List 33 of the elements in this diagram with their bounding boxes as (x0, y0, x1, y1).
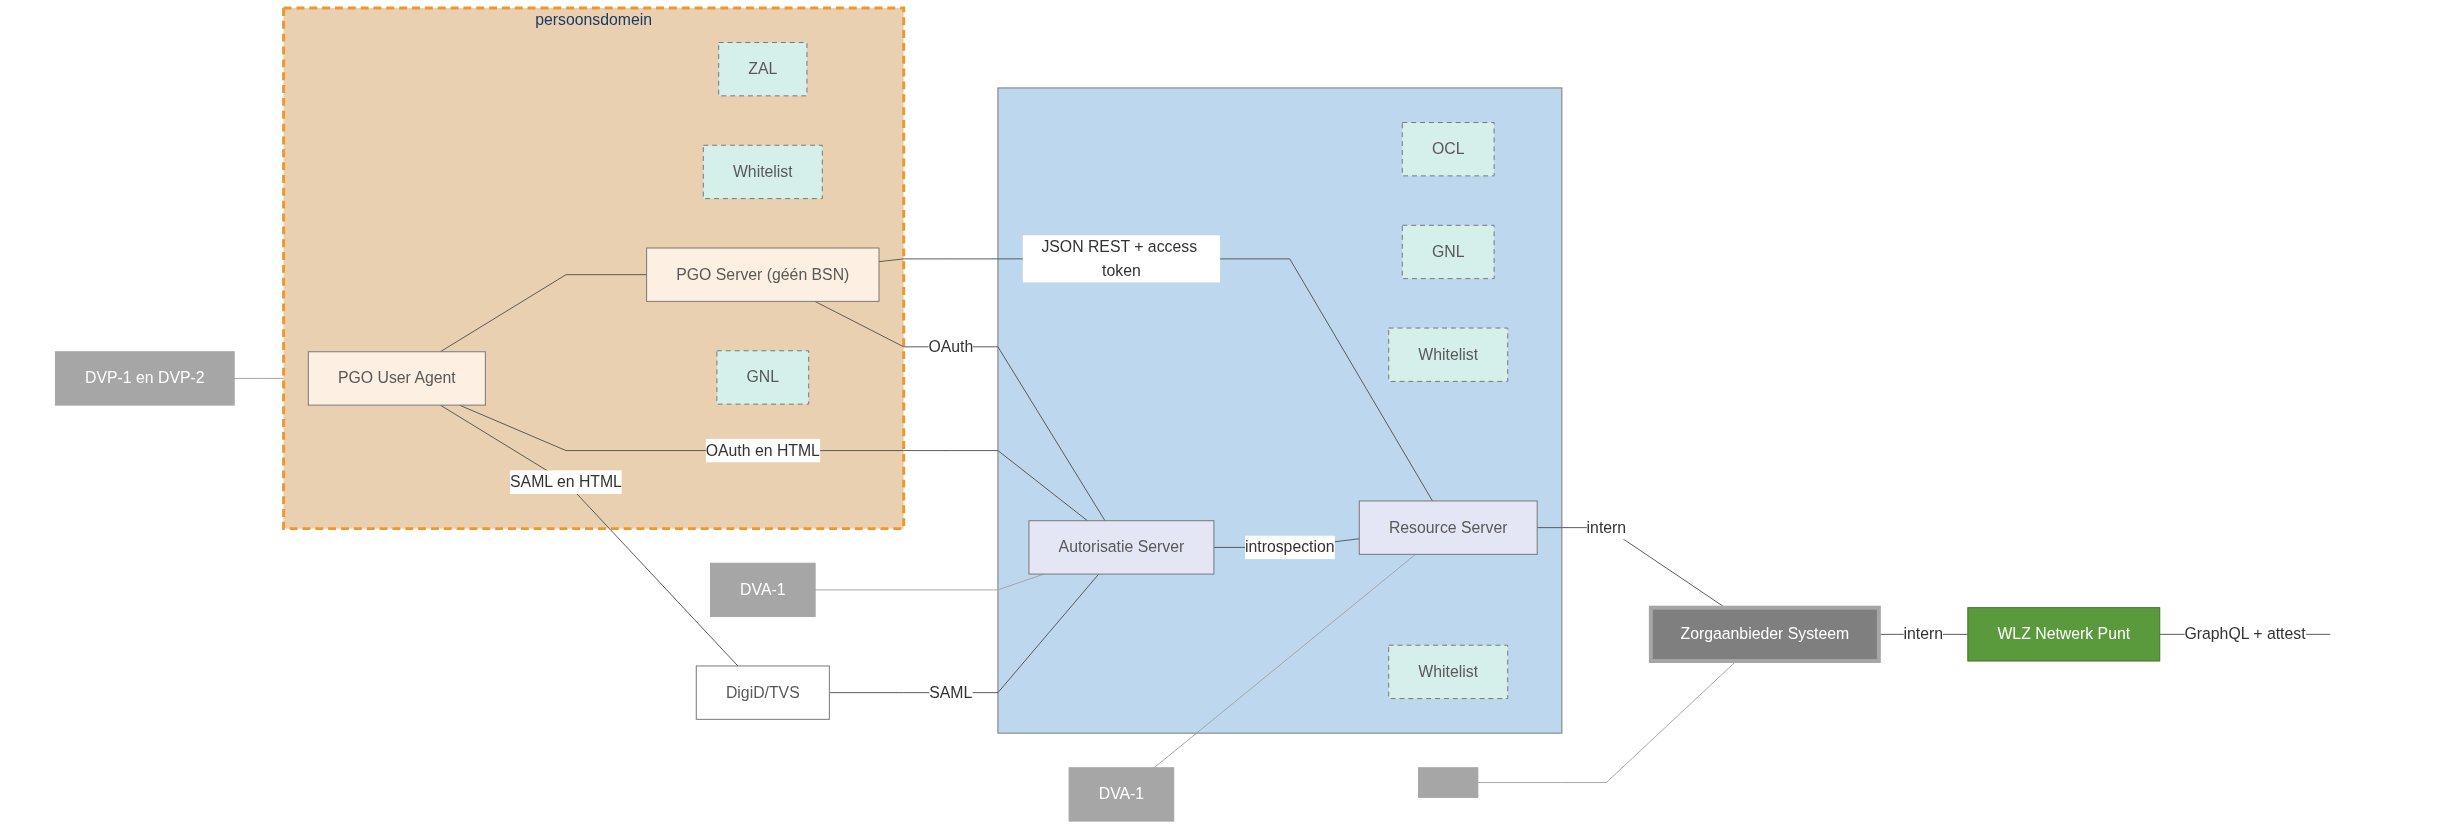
node-box: Whitelist (1388, 644, 1509, 700)
node-box: GNL (1401, 224, 1495, 280)
node-box: DVA-1 (1068, 767, 1175, 822)
edge-label: intern (1903, 625, 1944, 643)
node-box: DVP-1 en DVP-2 (54, 351, 235, 406)
node-box: Resource Server (1358, 500, 1538, 555)
connector (439, 274, 648, 353)
edge-label: OAuth (928, 337, 974, 355)
node-box: ZAL (718, 42, 808, 97)
node-box (1418, 767, 1479, 798)
node-box: Whitelist (702, 144, 823, 200)
node-box: WLZ Netwerk Punt (1967, 607, 2161, 662)
cluster (997, 87, 1563, 734)
edge-label: SAML (929, 683, 973, 701)
edge-label: JSON REST + access token (1041, 238, 1198, 279)
node-box: Autorisatie Server (1028, 520, 1215, 575)
node-box: PGO User Agent (307, 351, 486, 406)
connector (814, 300, 1106, 522)
edge-label: SAML en HTML (510, 473, 622, 491)
node-box: DVA-1 (709, 562, 816, 618)
edge-label: GraphQL + attest (2184, 625, 2306, 643)
connector (233, 377, 285, 379)
node-box: PGO Server (géén BSN) (646, 247, 880, 302)
node-box: DigiD/TVS (695, 665, 830, 720)
node-box: OCL (1401, 122, 1495, 177)
edge-label: intern (1586, 518, 1627, 536)
node-box: Whitelist (1388, 327, 1509, 382)
node-box: GNL (716, 350, 810, 405)
edge-label: introspection (1244, 538, 1335, 556)
edge-label: OAuth en HTML (705, 441, 820, 459)
connector (1153, 553, 1417, 769)
node-box: Zorgaanbieder Systeem (1648, 605, 1881, 663)
connector (878, 258, 1433, 502)
